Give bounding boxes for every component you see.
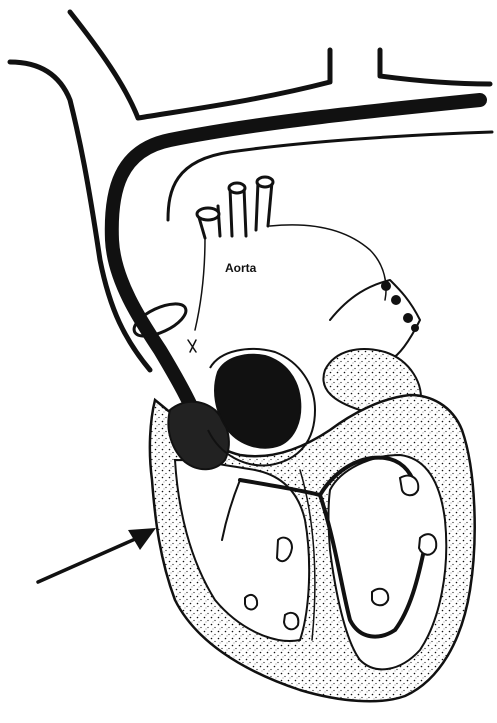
aortic-branches — [197, 177, 273, 238]
pointer-arrow — [38, 528, 156, 582]
small-marker — [188, 340, 196, 352]
aortic-arch-outline — [195, 225, 386, 330]
pulmonary-veins — [330, 280, 420, 360]
aorta-label: Aorta — [225, 261, 257, 275]
